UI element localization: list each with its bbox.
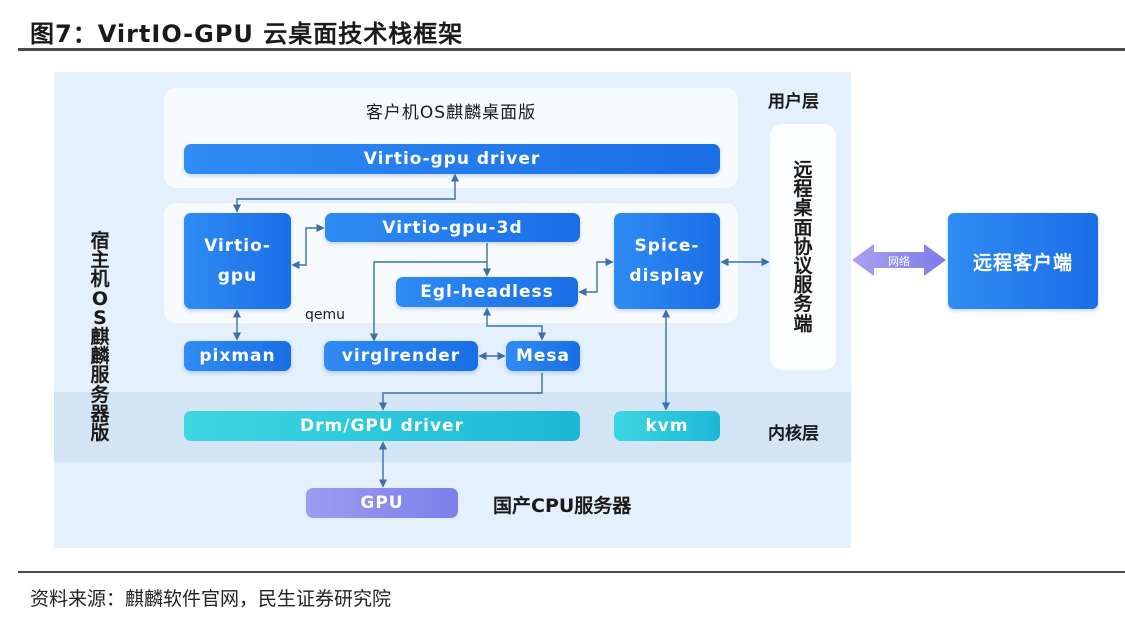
network-arrow — [852, 244, 946, 276]
hardware-label: 国产CPU服务器 — [493, 495, 632, 517]
virtio-gpu-line1: Virtio- — [204, 236, 271, 256]
pixman-box: pixman — [184, 341, 291, 371]
egl-headless-box: Egl-headless — [396, 277, 578, 307]
kernel-layer-label: 内核层 — [768, 424, 819, 444]
spice-display-line2: display — [629, 266, 705, 286]
link-egl-mesa — [482, 307, 547, 341]
mesa-box: Mesa — [506, 341, 580, 371]
virtio-gpu-line2: gpu — [217, 266, 258, 286]
host-os-label: 宿主机OS麒麟服务器版 — [90, 230, 110, 445]
guest-os-title: 客户机OS麒麟桌面版 — [365, 103, 537, 123]
virglrender-box: virglrender — [324, 341, 478, 371]
link-driver-virtio-gpu — [232, 173, 460, 213]
source-rule — [18, 571, 1125, 573]
spice-display-box: Spice- display — [614, 213, 720, 309]
link-virtio-gpu-3d — [291, 223, 325, 270]
drm-gpu-driver-box: Drm/GPU driver — [184, 411, 580, 441]
figure-source: 资料来源：麒麟软件官网，民生证券研究院 — [30, 588, 392, 610]
link-mesa-drm — [378, 373, 543, 411]
kvm-box: kvm — [614, 411, 720, 441]
network-label: 网络 — [888, 255, 910, 268]
qemu-label: qemu — [305, 307, 346, 323]
virtio-gpu-box: Virtio- gpu — [184, 213, 291, 309]
virtio-gpu-3d-box: Virtio-gpu-3d — [325, 213, 580, 242]
title-rule — [18, 48, 1125, 51]
virtio-gpu-driver-box: Virtio-gpu driver — [184, 144, 720, 174]
spice-display-line1: Spice- — [634, 236, 700, 256]
remote-server-region — [770, 124, 836, 370]
link-virgl-3d — [369, 261, 487, 342]
user-layer-label: 用户层 — [768, 92, 819, 112]
link-egl-spice — [578, 257, 614, 297]
gpu-box: GPU — [306, 488, 458, 518]
figure-title: 图7：VirtIO-GPU 云桌面技术栈框架 — [30, 20, 464, 48]
remote-client-box: 远程客户端 — [948, 213, 1098, 309]
remote-server-label: 远程桌面协议服务端 — [793, 159, 813, 335]
